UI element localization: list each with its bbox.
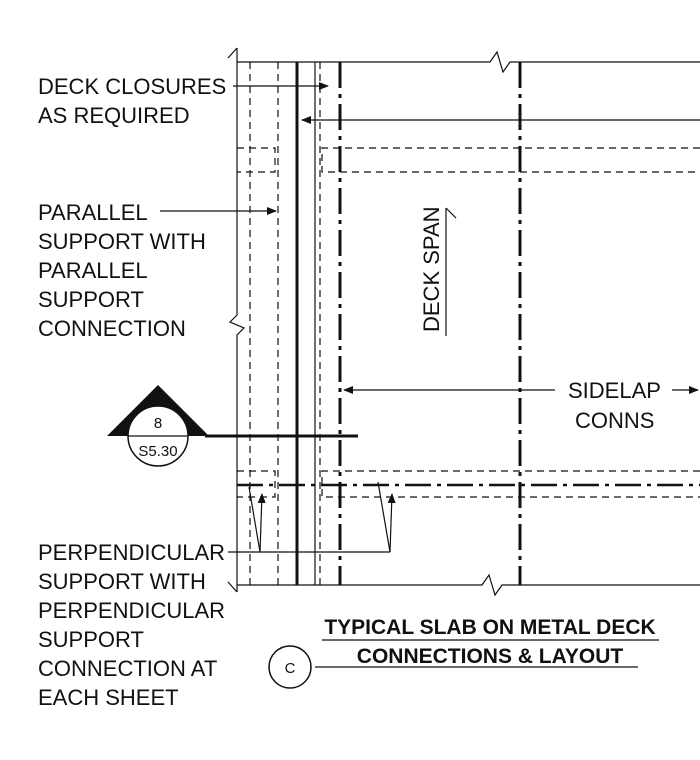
perp-note-line-1: PERPENDICULAR [38, 540, 225, 565]
parallel-note-line-1: PARALLEL [38, 200, 148, 225]
deck-closures-line-1: DECK CLOSURES [38, 74, 226, 99]
parallel-note-line-2: SUPPORT WITH [38, 229, 206, 254]
section-sheet-ref: S5.30 [138, 443, 177, 460]
sidelap-line-2: CONNS [575, 408, 654, 433]
perp-note-line-4: SUPPORT [38, 627, 144, 652]
deck-span-arrow: DECK SPAN [419, 206, 457, 336]
bottom-break-line [237, 573, 700, 597]
sidelap-note: SIDELAP CONNS [568, 378, 661, 433]
title-block: TYPICAL SLAB ON METAL DECK CONNECTIONS &… [268, 616, 659, 689]
parallel-note-line-4: SUPPORT [38, 287, 144, 312]
parallel-note-line-3: PARALLEL [38, 258, 148, 283]
sidelap-line-1: SIDELAP [568, 378, 661, 403]
perpendicular-support-note: PERPENDICULAR SUPPORT WITH PERPENDICULAR… [38, 540, 225, 710]
deck-flutes-bottom [237, 470, 700, 498]
parallel-support-note: PARALLEL SUPPORT WITH PARALLEL SUPPORT C… [38, 200, 206, 341]
title-line-1: TYPICAL SLAB ON METAL DECK [324, 616, 655, 639]
deck-closures-note: DECK CLOSURES AS REQUIRED [38, 74, 226, 128]
perp-note-line-2: SUPPORT WITH [38, 569, 206, 594]
beam-lines [295, 62, 522, 585]
section-number: 8 [154, 415, 162, 432]
detail-id-circle [268, 645, 312, 689]
perp-note-line-5: CONNECTION AT [38, 656, 217, 681]
deck-span-label: DECK SPAN [419, 206, 444, 332]
top-break-line [237, 50, 700, 74]
perp-note-line-6: EACH SHEET [38, 685, 179, 710]
parallel-note-line-5: CONNECTION [38, 316, 186, 341]
detail-id: C [285, 660, 296, 677]
perpendicular-support-leaders [228, 481, 396, 553]
section-marker[interactable]: 8 S5.30 [107, 385, 209, 467]
title-line-2: CONNECTIONS & LAYOUT [357, 645, 624, 668]
deck-closures-line-2: AS REQUIRED [38, 103, 190, 128]
support-dashed-lines [249, 62, 321, 585]
deck-flutes-top [237, 147, 700, 173]
left-break-line [227, 47, 246, 593]
perp-note-line-3: PERPENDICULAR [38, 598, 225, 623]
